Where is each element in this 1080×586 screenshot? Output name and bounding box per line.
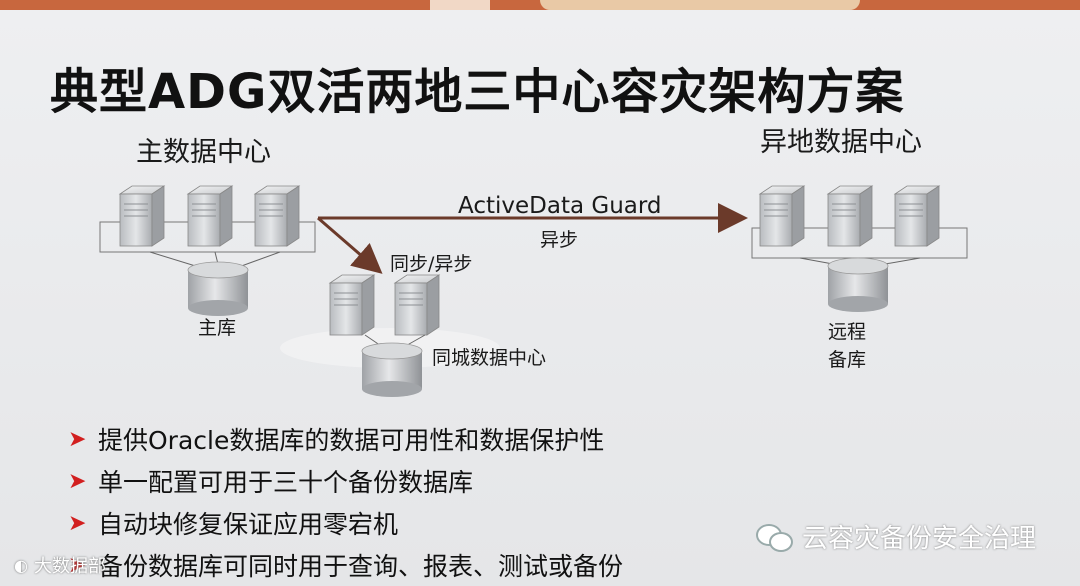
bullet-text: 备份数据库可同时用于查询、报表、测试或备份 (98, 552, 624, 581)
same-city-center-label: 同城数据中心 (432, 347, 547, 369)
sync-arrow (317, 216, 383, 274)
adg-label: ActiveData Guard (458, 193, 662, 219)
remote-cluster (751, 185, 968, 313)
city-server-2 (394, 274, 440, 336)
feature-list: ➤ 提供Oracle数据库的数据可用性和数据保护性 ➤ 单一配置可用于三十个备份数据… (68, 418, 623, 586)
city-db-disk (361, 342, 423, 398)
wechat-icon (756, 522, 794, 552)
primary-center-label: 主数据中心 (136, 137, 271, 168)
async-label: 异步 (540, 229, 579, 251)
remote-server-1 (759, 185, 805, 247)
list-item: ➤ 提供Oracle数据库的数据可用性和数据保护性 (68, 418, 623, 460)
slide-title: 典型ADG双活两地三中心容灾架构方案 (50, 64, 905, 120)
bullet-text: 单一配置可用于三十个备份数据库 (98, 468, 474, 497)
primary-db-disk (187, 261, 249, 317)
remote-center-label: 异地数据中心 (760, 127, 922, 158)
list-item: ➤ 自动块修复保证应用零宕机 (68, 502, 623, 544)
remote-db-disk (827, 257, 889, 313)
bullet-arrow-icon: ➤ (68, 510, 87, 536)
logo-icon: ◐ (14, 555, 28, 575)
banner-swirl (540, 0, 860, 10)
bullet-arrow-icon: ➤ (68, 552, 87, 578)
watermark: 云容灾备份安全治理 (756, 518, 1036, 555)
primary-cluster (99, 185, 316, 317)
watermark-text: 云容灾备份安全治理 (802, 524, 1037, 554)
bottom-logo-text: 大数据部 (33, 556, 106, 577)
top-banner (0, 0, 1080, 10)
list-item: ➤ 备份数据库可同时用于查询、报表、测试或备份 (68, 544, 623, 586)
bullet-arrow-icon: ➤ (68, 468, 87, 494)
remote-db-label-line1: 远程 (828, 321, 867, 343)
city-server-1 (329, 274, 375, 336)
bullet-text: 提供Oracle数据库的数据可用性和数据保护性 (98, 426, 605, 455)
primary-server-1 (119, 185, 165, 247)
primary-server-3 (254, 185, 300, 247)
sync-async-label: 同步/异步 (390, 253, 473, 275)
banner-accent (430, 0, 490, 10)
remote-db-label: 远程 备库 (828, 318, 866, 374)
bullet-text: 自动块修复保证应用零宕机 (98, 510, 399, 539)
remote-server-3 (894, 185, 940, 247)
bullet-arrow-icon: ➤ (68, 426, 87, 452)
bottom-logo: ◐ 大数据部 (14, 552, 106, 578)
remote-server-2 (827, 185, 873, 247)
remote-db-label-line2: 备库 (828, 349, 867, 371)
same-city-cluster (280, 274, 500, 398)
list-item: ➤ 单一配置可用于三十个备份数据库 (68, 460, 623, 502)
primary-server-2 (187, 185, 233, 247)
slide (0, 10, 1080, 586)
primary-db-label: 主库 (198, 317, 237, 339)
